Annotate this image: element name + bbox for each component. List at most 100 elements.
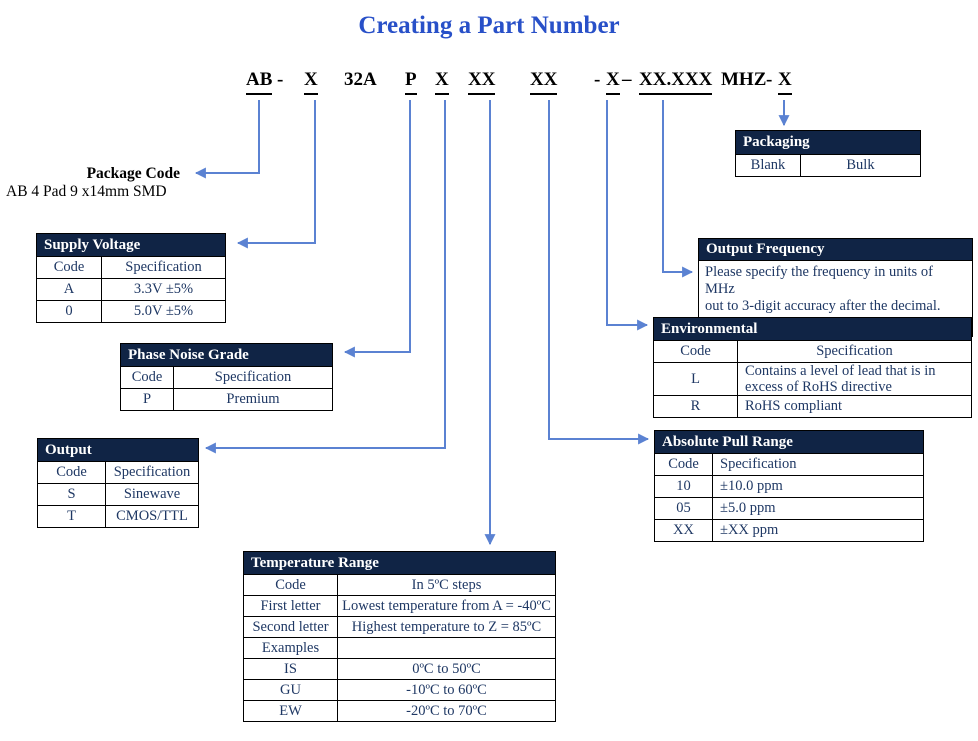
table-header-row: Temperature Range: [243, 551, 556, 575]
spec-header: Specification: [711, 453, 925, 476]
supply-voltage-table: Supply Voltage Code Specification A 3.3V…: [35, 233, 227, 323]
table-header-row: Phase Noise Grade: [119, 343, 334, 367]
arrow-x-to-supply-voltage: [236, 100, 316, 249]
code-header: Code: [653, 340, 738, 363]
value-cell: Highest temperature to Z = 85ºC: [337, 616, 556, 638]
bulk-cell: Bulk: [800, 154, 921, 177]
column-header-row: Code Specification: [36, 256, 227, 279]
value-cell: -20ºC to 70ºC: [337, 700, 556, 722]
table-row: IS 0ºC to 50ºC: [243, 658, 556, 680]
table-header-row: Output: [37, 438, 199, 462]
table-title: Temperature Range: [243, 551, 556, 575]
spec-header: Specification: [105, 461, 199, 484]
code-header: Code: [37, 461, 106, 484]
table-title: Packaging: [735, 130, 921, 155]
code-cell: XX: [654, 519, 713, 542]
label-cell: Second letter: [243, 616, 338, 638]
label-cell: Code: [243, 574, 338, 596]
text-line: out to 3-digit accuracy after the decima…: [705, 298, 941, 314]
spec-cell: CMOS/TTL: [105, 505, 199, 528]
code-cell: 0: [36, 300, 102, 323]
spec-cell: Sinewave: [105, 483, 199, 506]
table-row: T CMOS/TTL: [37, 505, 199, 528]
pn-token-dash3: -: [766, 69, 773, 90]
value-cell: In 5ºC steps: [337, 574, 556, 596]
table-row: R RoHS compliant: [653, 395, 972, 418]
spec-header: Specification: [100, 256, 227, 279]
pn-token-package: AB: [246, 68, 273, 95]
spec-cell: RoHS compliant: [737, 395, 972, 418]
arrow-xxxxx-to-output-frequency: [662, 100, 694, 278]
pn-token-dash: -: [277, 69, 284, 90]
column-header-row: Code Specification: [120, 366, 334, 389]
table-row: 05 ±5.0 ppm: [654, 497, 925, 520]
spec-header: Specification: [172, 366, 334, 389]
pn-token-pullrange: XX: [530, 68, 558, 95]
phase-noise-grade-table: Phase Noise Grade Code Specification P P…: [119, 343, 334, 411]
arrow-ab-to-package-code: [194, 100, 260, 179]
code-header: Code: [120, 366, 174, 389]
temperature-range-table: Temperature Range Code In 5ºC steps Firs…: [243, 551, 556, 722]
table-row: 0 5.0V ±5%: [36, 300, 227, 323]
value-cell: [337, 637, 556, 659]
spec-cell: Premium: [172, 388, 334, 411]
code-cell: 05: [654, 497, 713, 520]
label-cell: IS: [243, 658, 338, 680]
table-row: Examples: [243, 637, 556, 659]
output-table: Output Code Specification S Sinewave T C…: [37, 438, 199, 528]
table-title: Phase Noise Grade: [119, 343, 334, 367]
table-row: L Contains a level of lead that is in ex…: [653, 362, 972, 396]
pn-token-series: 32A: [344, 69, 377, 90]
column-header-row: Code Specification: [653, 340, 972, 363]
table-row: First letter Lowest temperature from A =…: [243, 595, 556, 617]
table-title: Absolute Pull Range: [653, 430, 925, 454]
table-title: Output Frequency: [699, 239, 972, 261]
table-row: EW -20ºC to 70ºC: [243, 700, 556, 722]
label-cell: GU: [243, 679, 338, 701]
table-header-row: Environmental: [653, 317, 972, 341]
spec-header: Specification: [737, 340, 972, 363]
pn-token-dash2: -: [594, 69, 601, 90]
spec-cell: 5.0V ±5%: [100, 300, 227, 323]
page-title: Creating a Part Number: [358, 12, 620, 39]
packaging-table: Packaging Blank Bulk: [735, 130, 921, 177]
code-cell: P: [120, 388, 174, 411]
table-row: Second letter Highest temperature to Z =…: [243, 616, 556, 638]
value-cell: Lowest temperature from A = -40ºC: [337, 595, 556, 617]
table-title: Output: [37, 438, 199, 462]
code-cell: A: [36, 278, 102, 301]
table-row: S Sinewave: [37, 483, 199, 506]
code-cell: T: [37, 505, 106, 528]
pn-token-output: X: [435, 68, 449, 95]
package-code-label: Package Code: [86, 165, 180, 182]
arrow-x-to-output: [204, 100, 446, 454]
spec-cell: ±10.0 ppm: [711, 475, 925, 498]
column-header-row: Code Specification: [654, 453, 925, 476]
label-cell: First letter: [243, 595, 338, 617]
pn-token-supply: X: [304, 68, 318, 95]
table-row: A 3.3V ±5%: [36, 278, 227, 301]
table-row: GU -10ºC to 60ºC: [243, 679, 556, 701]
absolute-pull-range-table: Absolute Pull Range Code Specification 1…: [653, 430, 925, 542]
pn-token-phase: P: [405, 68, 417, 95]
arrow-x-to-environmental: [606, 100, 649, 331]
table-row: XX ±XX ppm: [654, 519, 925, 542]
spec-cell: ±XX ppm: [711, 519, 925, 542]
table-row: P Premium: [120, 388, 334, 411]
spec-cell: ±5.0 ppm: [711, 497, 925, 520]
label-cell: Examples: [243, 637, 338, 659]
table-row: Blank Bulk: [735, 154, 921, 177]
arrow-xx-to-absolute-pull-range: [548, 100, 650, 445]
code-header: Code: [36, 256, 102, 279]
table-title: Environmental: [653, 317, 972, 341]
table-title: Supply Voltage: [35, 233, 227, 257]
value-cell: -10ºC to 60ºC: [337, 679, 556, 701]
arrow-p-to-phase-noise-grade: [343, 100, 411, 358]
text-line: Please specify the frequency in units of…: [705, 264, 933, 297]
code-cell: L: [653, 362, 738, 396]
blank-cell: Blank: [735, 154, 801, 177]
pn-token-frequency: XX.XXX: [639, 68, 713, 95]
spec-cell: 3.3V ±5%: [100, 278, 227, 301]
